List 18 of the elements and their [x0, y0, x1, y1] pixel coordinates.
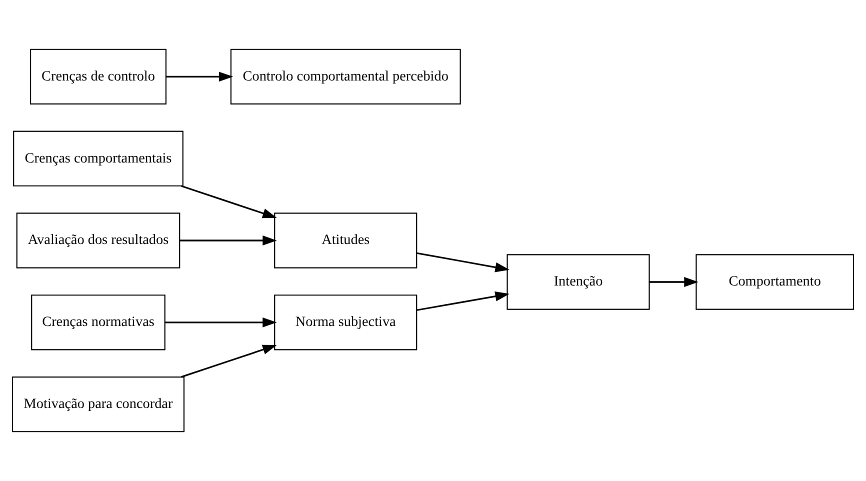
- node-box: Comportamento: [696, 254, 854, 310]
- node-box: Crenças normativas: [31, 294, 166, 350]
- node-box: Crenças de controlo: [30, 48, 166, 105]
- arrow: [649, 277, 698, 287]
- arrow: [165, 317, 277, 328]
- node-box: Intenção: [506, 254, 650, 310]
- node-box: Controlo comportamental percebido: [230, 48, 461, 105]
- arrow: [416, 252, 510, 272]
- node-box: Avaliação dos resultados: [16, 212, 180, 268]
- arrow: [180, 236, 277, 246]
- arrow: [416, 291, 510, 311]
- node-box: Crenças comportamentais: [13, 130, 184, 186]
- node-box: Motivação para concordar: [12, 376, 185, 432]
- node-box: Norma subjectiva: [274, 294, 418, 350]
- arrow: [166, 72, 234, 82]
- arrow: [181, 185, 277, 218]
- arrow: [181, 344, 277, 378]
- node-box: Atitudes: [274, 212, 418, 268]
